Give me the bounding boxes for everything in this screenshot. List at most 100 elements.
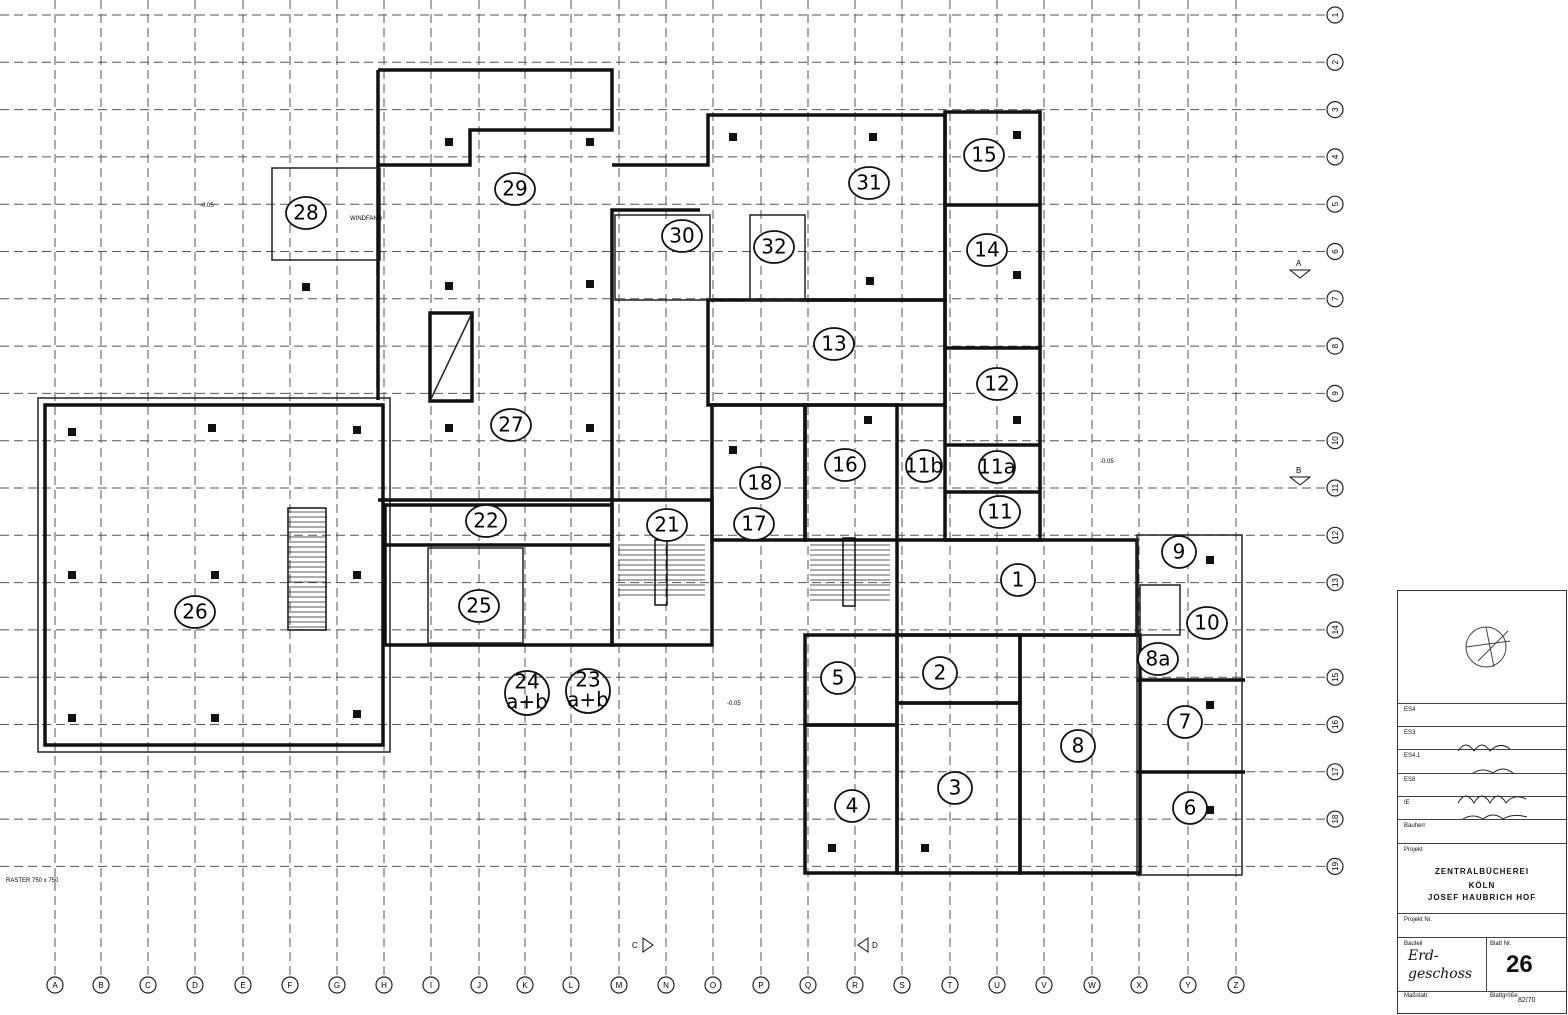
axis-label-row-10: 10 — [1331, 436, 1340, 445]
axis-label-row-17: 17 — [1331, 767, 1340, 776]
structural-column — [208, 424, 216, 432]
axis-bubble-K: K — [516, 976, 534, 994]
structural-column — [68, 714, 76, 722]
axis-bubble-T: T — [941, 976, 959, 994]
axis-bubble-Y: Y — [1179, 976, 1197, 994]
structural-column — [68, 428, 76, 436]
axis-bubble-G: G — [328, 976, 346, 994]
room-label: 11b — [905, 454, 943, 478]
room-6: 6 — [1172, 791, 1208, 825]
raster-label: RASTER 750 x 750 — [6, 878, 59, 884]
axis-label-row-16: 16 — [1331, 720, 1340, 729]
structural-column — [864, 416, 872, 424]
rev-label-1: ES4 — [1404, 707, 1416, 713]
room-label: 21 — [654, 513, 679, 537]
room-28: 28 — [285, 196, 327, 230]
axis-bubble-E: E — [234, 976, 252, 994]
axis-label-row-13: 13 — [1331, 578, 1340, 587]
section-marker-b-icon — [1288, 476, 1312, 486]
date-code: 82/70 — [1518, 997, 1536, 1004]
structural-column — [586, 280, 594, 288]
axis-bubble-R: R — [846, 976, 864, 994]
axis-label-K: K — [522, 981, 528, 990]
axis-bubble-row-7: 7 — [1326, 290, 1344, 308]
room-31: 31 — [848, 166, 890, 200]
room-label: 5 — [832, 666, 845, 690]
wall-room-2 — [895, 633, 1022, 705]
structural-column — [1206, 701, 1214, 709]
axis-bubble-Z: Z — [1227, 976, 1245, 994]
section-marker-d-icon — [857, 937, 869, 953]
room-30: 30 — [661, 219, 703, 253]
projekt-nr-label: Projekt Nr. — [1404, 917, 1433, 923]
axis-bubble-row-15: 15 — [1326, 668, 1344, 686]
axis-label-V: V — [1041, 981, 1047, 990]
room-1: 1 — [1000, 563, 1036, 597]
axis-label-Y: Y — [1185, 981, 1191, 990]
room-22: 22 — [465, 504, 507, 538]
axis-bubble-B: B — [92, 976, 110, 994]
axis-bubble-V: V — [1035, 976, 1053, 994]
axis-bubble-X: X — [1130, 976, 1148, 994]
axis-bubble-H: H — [375, 976, 393, 994]
axis-bubble-L: L — [562, 976, 580, 994]
axis-label-W: W — [1088, 981, 1096, 990]
axis-label-X: X — [1136, 981, 1142, 990]
axis-label-row-7: 7 — [1331, 296, 1340, 301]
structural-column — [445, 138, 453, 146]
room-label: 8 — [1072, 734, 1085, 758]
compass-icon — [1465, 626, 1511, 668]
level-marker-east: -0.05 — [1100, 459, 1114, 465]
room-18: 18 — [739, 466, 781, 500]
room-11: 11 — [979, 495, 1021, 529]
room-label-sub: a+b — [567, 688, 609, 712]
axis-label-row-19: 19 — [1331, 861, 1340, 870]
room-label: 31 — [856, 171, 881, 195]
annotations: WINDFANG -0.05 -0.05 -0.05 A B C D RASTE… — [6, 203, 1312, 953]
room-5: 5 — [820, 661, 856, 695]
section-label-a: A — [1296, 259, 1302, 268]
room-label: 22 — [473, 509, 498, 533]
room-8: 8 — [1060, 729, 1096, 763]
room-label: 2 — [934, 661, 947, 685]
room-24-aplusb: 24a+b — [504, 670, 550, 716]
room-26: 26 — [174, 595, 216, 629]
axis-label-row-3: 3 — [1331, 107, 1340, 112]
axis-bubble-row-5: 5 — [1326, 195, 1344, 213]
structural-column — [211, 571, 219, 579]
structural-column — [586, 424, 594, 432]
axis-bubble-row-19: 19 — [1326, 857, 1344, 876]
axis-bubble-A: A — [46, 976, 64, 994]
axis-bubble-I: I — [422, 976, 440, 994]
room-27: 27 — [490, 408, 532, 442]
axis-bubble-W: W — [1083, 976, 1101, 994]
room-label: 8a — [1146, 647, 1171, 671]
room-label: 11a — [978, 455, 1016, 479]
structural-column — [1013, 416, 1021, 424]
stair-26 — [287, 507, 327, 631]
rev-label-3: ES4.1 — [1404, 753, 1421, 759]
structural-column — [828, 844, 836, 852]
room-17: 17 — [733, 507, 775, 541]
room-label: 18 — [747, 471, 772, 495]
stair-south-treads — [810, 537, 890, 607]
structural-column — [729, 133, 737, 141]
axis-label-G: G — [334, 981, 340, 990]
bauherr-label: Bauherr — [1404, 823, 1426, 829]
room-label: 32 — [761, 235, 786, 259]
room-11a: 11a — [978, 450, 1016, 484]
room-label: 12 — [984, 372, 1009, 396]
level-marker-west: -0.05 — [200, 203, 214, 209]
room-12: 12 — [976, 367, 1018, 401]
room-21: 21 — [646, 508, 688, 542]
room-label: 14 — [974, 238, 999, 262]
axis-bubble-N: N — [657, 976, 675, 994]
room-label: 1 — [1012, 568, 1025, 592]
room-label: 16 — [832, 453, 857, 477]
axis-label-Z: Z — [1234, 981, 1239, 990]
section-label-b: B — [1296, 466, 1301, 475]
structural-column — [445, 424, 453, 432]
room-15: 15 — [963, 138, 1005, 172]
room-label: 27 — [498, 413, 523, 437]
axis-bubble-C: C — [139, 976, 157, 994]
